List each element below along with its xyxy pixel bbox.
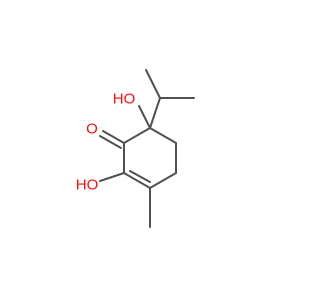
bond-isopropyl-methyl-left — [145, 69, 161, 99]
atom-carbonyl-oxygen-label: O — [86, 121, 98, 138]
molecule-canvas: HO O HO — [75, 69, 195, 228]
bond-c3-c4-double — [129, 170, 151, 183]
bond-c2-o-carbonyl-double — [99, 135, 122, 149]
bond-c1-isopropyl — [149, 97, 161, 129]
bond-c3-o-hydroxyl — [99, 172, 125, 182]
atom-hydroxyl-bottom-label: HO — [76, 177, 99, 194]
bond-c4-c5 — [149, 172, 177, 189]
bond-c1-o-hydroxyl — [138, 105, 151, 129]
bond-c1-c2 — [123, 127, 151, 144]
atom-hydroxyl-top-label: HO — [113, 91, 136, 108]
structure-drawing: HO O HO — [76, 69, 195, 228]
bond-c3-c4 — [123, 172, 151, 189]
bond-c2-o-carbonyl — [102, 130, 125, 144]
bond-c1-c6 — [149, 127, 177, 144]
